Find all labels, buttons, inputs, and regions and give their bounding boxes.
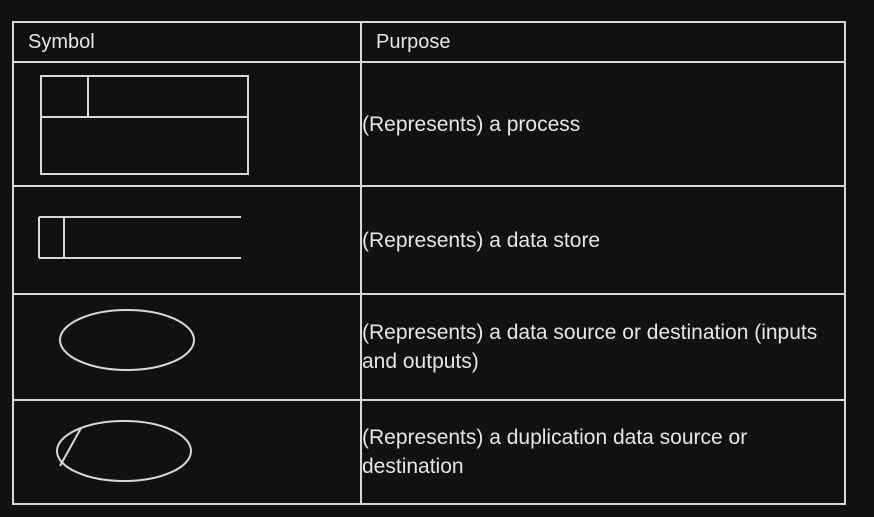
dfd-symbol-legend: Symbol Purpose (Represents) a process bbox=[12, 21, 846, 505]
symbol-cell bbox=[12, 185, 362, 295]
symbol-table: Symbol Purpose (Represents) a process bbox=[12, 21, 846, 505]
process-rectangle-icon bbox=[40, 75, 249, 175]
data-store-icon bbox=[38, 216, 241, 259]
symbol-cell bbox=[12, 399, 362, 505]
table-row: (Represents) a process bbox=[12, 61, 846, 187]
table-row: (Represents) a data source or destinatio… bbox=[12, 293, 846, 401]
header-symbol: Symbol bbox=[12, 21, 362, 63]
symbol-cell bbox=[12, 61, 362, 187]
purpose-cell: (Represents) a process bbox=[360, 61, 846, 187]
header-purpose: Purpose bbox=[360, 21, 846, 63]
data-source-ellipse-icon bbox=[59, 309, 195, 371]
duplicate-data-source-ellipse-icon bbox=[56, 420, 192, 482]
table-row: (Represents) a data store bbox=[12, 185, 846, 295]
purpose-cell: (Represents) a data source or destinatio… bbox=[360, 293, 846, 401]
header-row: Symbol Purpose bbox=[12, 21, 846, 63]
symbol-cell bbox=[12, 293, 362, 401]
table-row: (Represents) a duplication data source o… bbox=[12, 399, 846, 505]
purpose-cell: (Represents) a data store bbox=[360, 185, 846, 295]
purpose-cell: (Represents) a duplication data source o… bbox=[360, 399, 846, 505]
